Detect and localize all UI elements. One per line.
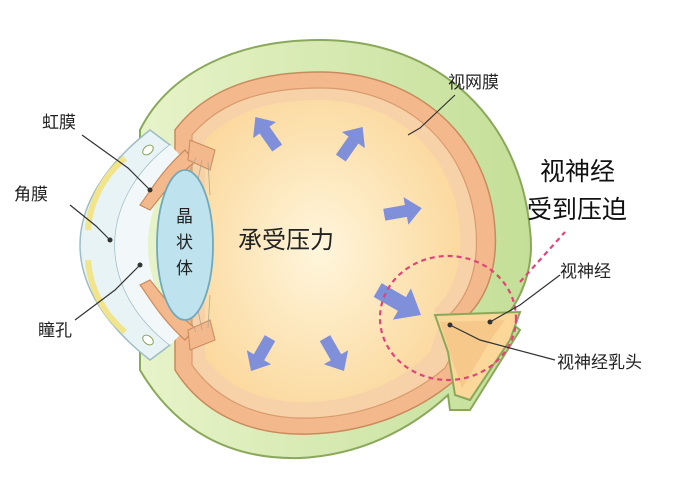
label-optic-disc: 视神经乳头 <box>557 353 642 373</box>
leader-lines <box>69 94 561 361</box>
arrow-up-left <box>253 116 283 152</box>
label-optic-nerve: 视神经 <box>560 262 611 282</box>
label-optic-nerve-compressed-1: 视神经 <box>540 157 615 186</box>
arrow-up-right <box>335 126 365 162</box>
vitreous-body <box>205 100 461 403</box>
optic-nerve <box>433 310 522 402</box>
pressure-arrows <box>246 116 422 372</box>
arrow-to-disc <box>373 283 421 320</box>
label-optic-nerve-compressed-2: 受到压迫 <box>527 195 627 224</box>
label-pressure: 承受压力 <box>238 226 334 254</box>
label-lens-2: 状 <box>176 233 193 253</box>
anterior-chamber <box>115 145 185 345</box>
label-retina: 视网膜 <box>448 73 499 93</box>
sclera-marks <box>142 144 154 346</box>
label-lens-1: 晶 <box>176 207 193 227</box>
arrow-down-right <box>319 335 349 372</box>
compression-highlight-circle <box>378 231 566 382</box>
label-iris: 虹膜 <box>42 113 76 133</box>
label-lens-3: 体 <box>176 259 193 279</box>
lens <box>156 169 214 321</box>
label-cornea: 角膜 <box>14 185 48 205</box>
arrow-right <box>383 197 422 225</box>
arrow-down-left <box>246 335 276 372</box>
label-pupil: 瞳孔 <box>38 321 72 341</box>
